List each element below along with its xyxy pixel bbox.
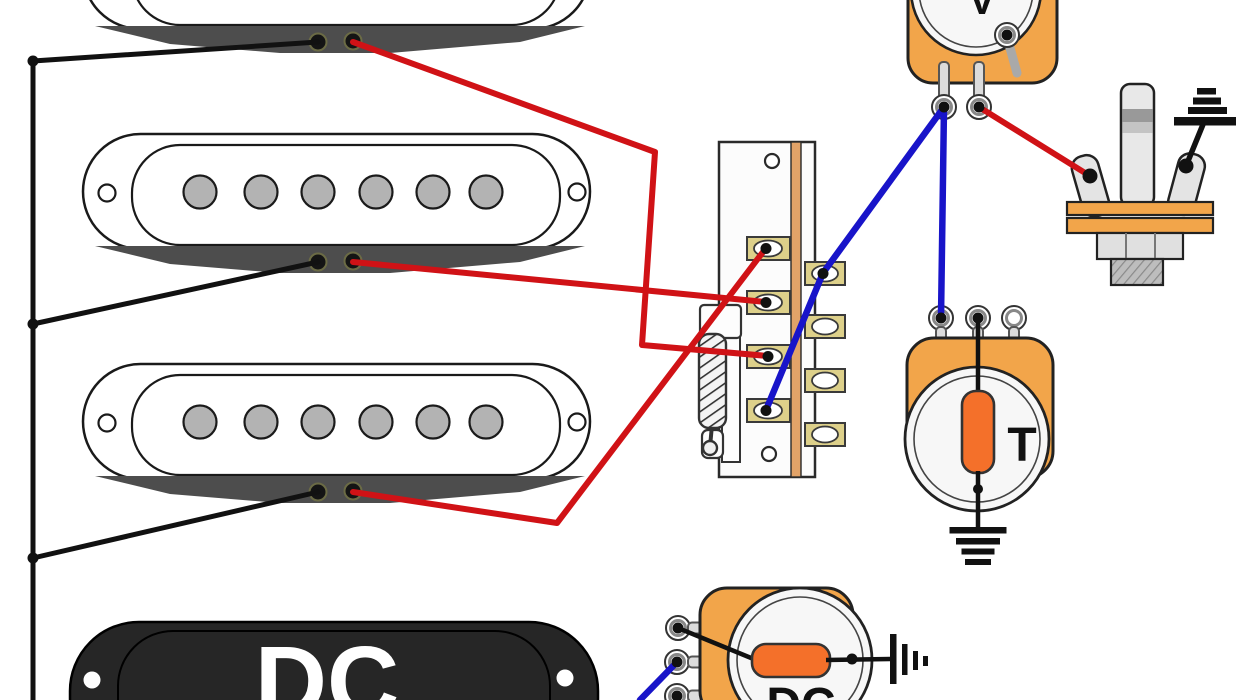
solder-joints [27,29,1194,700]
dc-pot-jumper-wire [636,658,681,700]
ground-symbol-jack [1174,88,1236,126]
mount-screw-hole [83,671,101,689]
middle-pickup [81,132,592,275]
bridge-ground-wire [30,489,321,561]
dc-capacitor [750,642,832,679]
ground-symbol-dc [890,634,928,684]
output-jack [1065,82,1236,287]
middle-hot-wire [350,259,769,305]
tone-capacitor [960,389,996,475]
jack-nut [1095,231,1185,261]
switch-screw-hole [760,445,778,463]
tone-pot-label: T [1007,419,1036,472]
neck-ground-wire [30,39,321,64]
volume-pot: V [906,0,1059,120]
switch-screw-hole [763,152,781,170]
dc-pot-label: DC [766,679,835,700]
ground-symbol-tone [949,527,1007,565]
middle-ground-wire [30,259,321,327]
mount-screw-hole [556,669,574,687]
dc-pickup-cover: DC [68,620,600,700]
jack-shaft [1119,82,1156,208]
switch-spring [697,332,728,430]
bridge-pickup [81,362,592,505]
neck-pickup [81,0,592,55]
volume-to-tone-wire [937,103,948,322]
bridge-hot-wire [350,245,769,526]
tone-pot: T [903,305,1055,565]
dc-pickup-label: DC [255,626,399,700]
volume-pot-label: V [969,0,996,23]
neck-hot-wire [350,39,771,359]
jack-threaded-bushing [1109,257,1165,287]
dc-tone-pot: DC [664,586,928,700]
volume-to-jack-wire [976,104,1093,179]
